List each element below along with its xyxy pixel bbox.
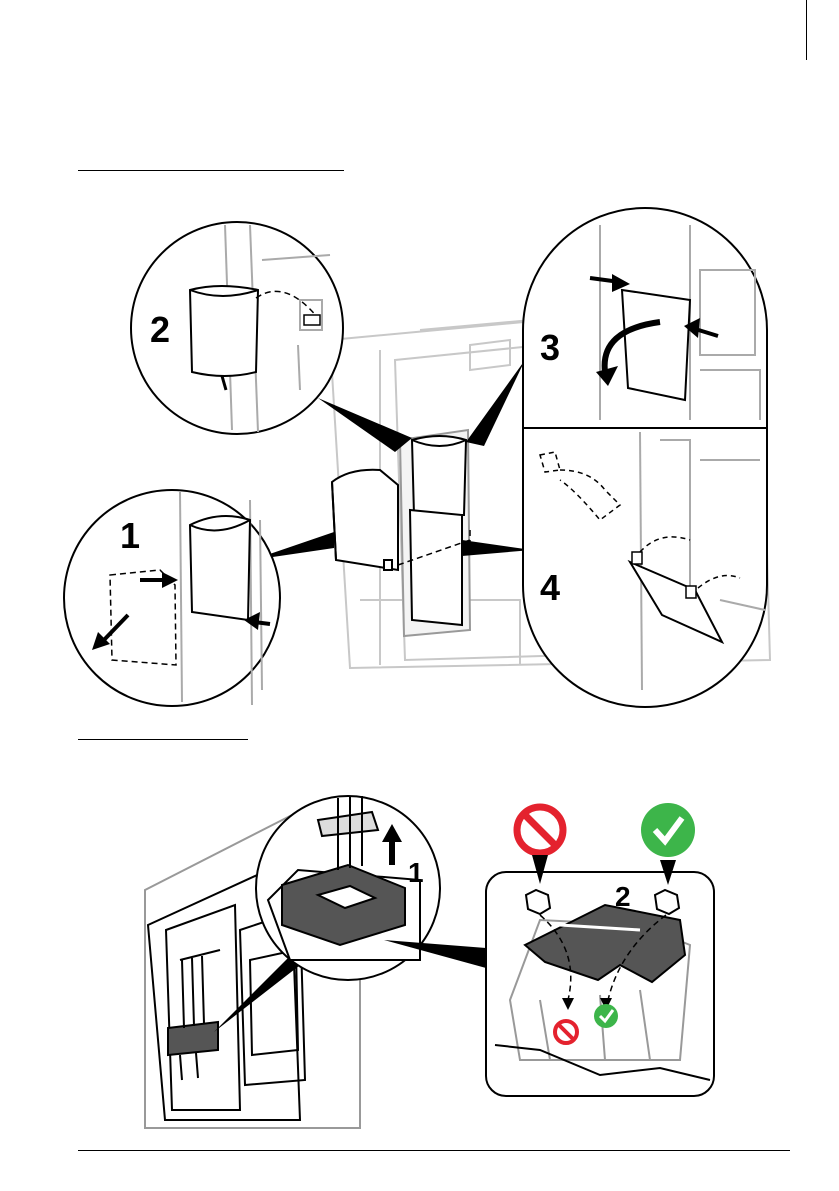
detail-panel-step2: 2 xyxy=(486,872,714,1096)
fig2-step-number-1: 1 xyxy=(408,857,424,888)
fig2-step-number-2: 2 xyxy=(615,881,631,912)
detail-circle-step1-fig2: 1 xyxy=(256,796,440,980)
small-prohibited-icon xyxy=(555,1021,577,1043)
footer-rule xyxy=(78,1150,790,1151)
pointer-to-zoom xyxy=(214,950,304,1032)
small-check-icon xyxy=(594,1004,618,1028)
device-connector xyxy=(168,956,218,1080)
